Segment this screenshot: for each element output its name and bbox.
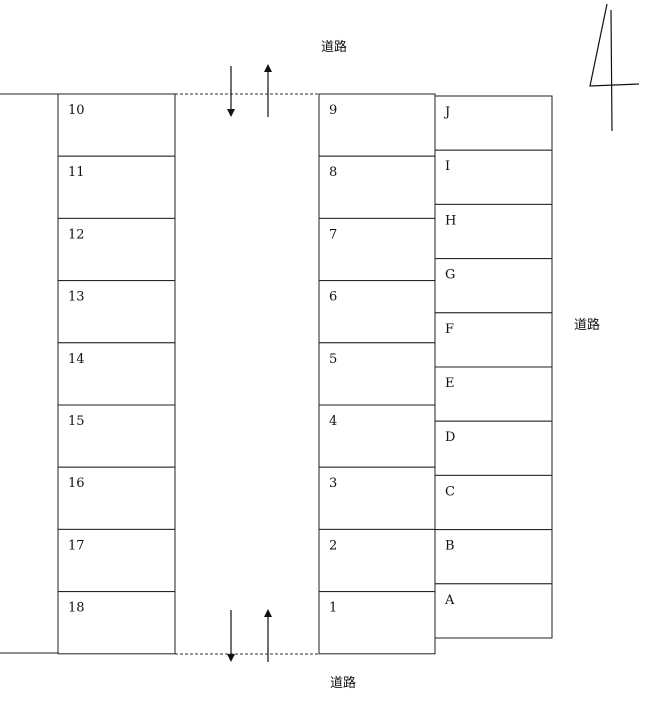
left-stall-column: 10 11 12 13 14 15 16 17 18 xyxy=(57,93,176,655)
parking-stall-12 xyxy=(57,217,176,282)
arrow-up-icon xyxy=(264,64,272,117)
arrow-down-icon xyxy=(227,610,235,662)
stall-number-label: 14 xyxy=(68,352,85,367)
parking-stall-18 xyxy=(57,591,176,655)
stall-number-label: G xyxy=(445,268,455,283)
parking-stall-i xyxy=(434,149,553,205)
stall-number-label: 4 xyxy=(329,414,337,429)
stall-number-label: 15 xyxy=(68,414,85,429)
stall-number-label: 2 xyxy=(329,538,337,553)
middle-stall-column: 9 8 7 6 5 4 3 2 1 xyxy=(318,93,436,655)
parking-stall-d xyxy=(434,420,553,476)
stall-number-label: 7 xyxy=(329,227,337,242)
stall-number-label: 11 xyxy=(68,165,85,180)
stall-number-label: D xyxy=(445,430,455,445)
parking-stall-4 xyxy=(318,404,436,468)
parking-stall-b xyxy=(434,529,553,585)
stall-number-label: E xyxy=(445,376,455,391)
parking-stall-11 xyxy=(57,155,176,219)
stall-number-label: 6 xyxy=(329,290,337,305)
arrow-down-icon xyxy=(227,66,235,117)
stall-number-label: 16 xyxy=(68,476,85,491)
parking-stall-e xyxy=(434,366,553,422)
parking-stall-9 xyxy=(318,93,436,157)
stall-number-label: B xyxy=(445,539,455,554)
stall-number-label: H xyxy=(445,213,456,228)
stall-number-label: 10 xyxy=(68,103,85,118)
parking-stall-15 xyxy=(57,404,176,468)
north-arrow-icon xyxy=(589,3,640,132)
parking-stall-h xyxy=(434,203,553,260)
parking-stall-1 xyxy=(318,591,436,655)
parking-stall-14 xyxy=(57,342,176,406)
right-stall-column: J I H G F E D C B A xyxy=(434,95,553,639)
stall-number-label: 3 xyxy=(329,476,337,491)
parking-stall-16 xyxy=(57,466,176,530)
parking-stall-j xyxy=(434,95,553,151)
road-label-top: 道路 xyxy=(321,40,348,55)
parking-stall-2 xyxy=(318,528,436,593)
stall-number-label: 17 xyxy=(68,538,85,553)
stall-number-label: A xyxy=(444,593,455,608)
parking-stall-8 xyxy=(318,155,436,219)
parking-stall-a xyxy=(434,583,553,639)
stall-number-label: 12 xyxy=(68,227,85,242)
road-label-bottom: 道路 xyxy=(330,676,357,691)
left-boundary xyxy=(0,93,58,654)
stall-number-label: C xyxy=(445,484,455,499)
arrow-up-icon xyxy=(264,609,272,662)
stall-number-label: J xyxy=(443,105,450,120)
road-label-right: 道路 xyxy=(574,318,601,333)
parking-stall-13 xyxy=(57,280,176,344)
stall-number-label: 13 xyxy=(68,290,85,305)
stall-number-label: 9 xyxy=(329,103,337,118)
stall-number-label: 8 xyxy=(329,165,337,180)
parking-stall-17 xyxy=(57,528,176,593)
stall-number-label: 5 xyxy=(329,352,337,367)
stall-number-label: I xyxy=(445,159,450,174)
stall-number-label: 18 xyxy=(68,601,85,616)
parking-stall-c xyxy=(434,474,553,531)
stall-number-label: 1 xyxy=(329,601,337,616)
parking-stall-6 xyxy=(318,280,436,344)
parking-stall-f xyxy=(434,312,553,368)
stall-number-label: F xyxy=(445,322,454,337)
